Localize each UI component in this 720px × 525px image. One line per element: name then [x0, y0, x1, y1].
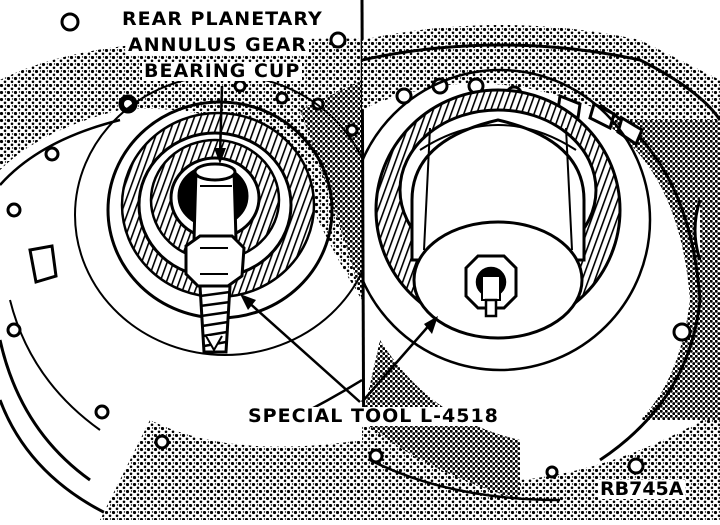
arrowhead-left [240, 294, 256, 310]
right-view [362, 25, 720, 520]
figure-code: RB745A [598, 478, 686, 500]
callout-label-line-3: BEARING CUP [142, 60, 303, 82]
callout-label-line-1: REAR PLANETARY [120, 8, 325, 30]
arrowhead-top [214, 148, 226, 164]
left-view [0, 12, 362, 520]
leader-right [361, 321, 433, 403]
leader-lines [214, 85, 438, 403]
callout-label-line-2: ANNULUS GEAR [126, 34, 310, 56]
arrowhead-right [424, 316, 438, 334]
leader-left [245, 299, 361, 403]
tool-callout-label: SPECIAL TOOL L-4518 [246, 405, 501, 427]
leader-top [218, 85, 224, 157]
